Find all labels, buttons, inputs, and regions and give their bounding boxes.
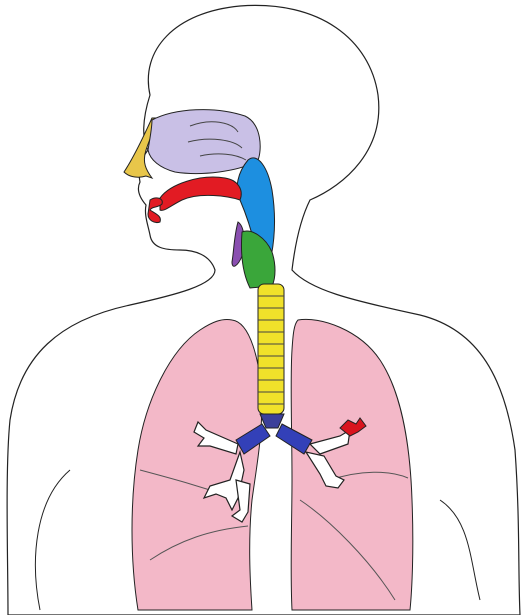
nasal-cavity xyxy=(148,110,260,174)
trachea xyxy=(258,284,284,414)
